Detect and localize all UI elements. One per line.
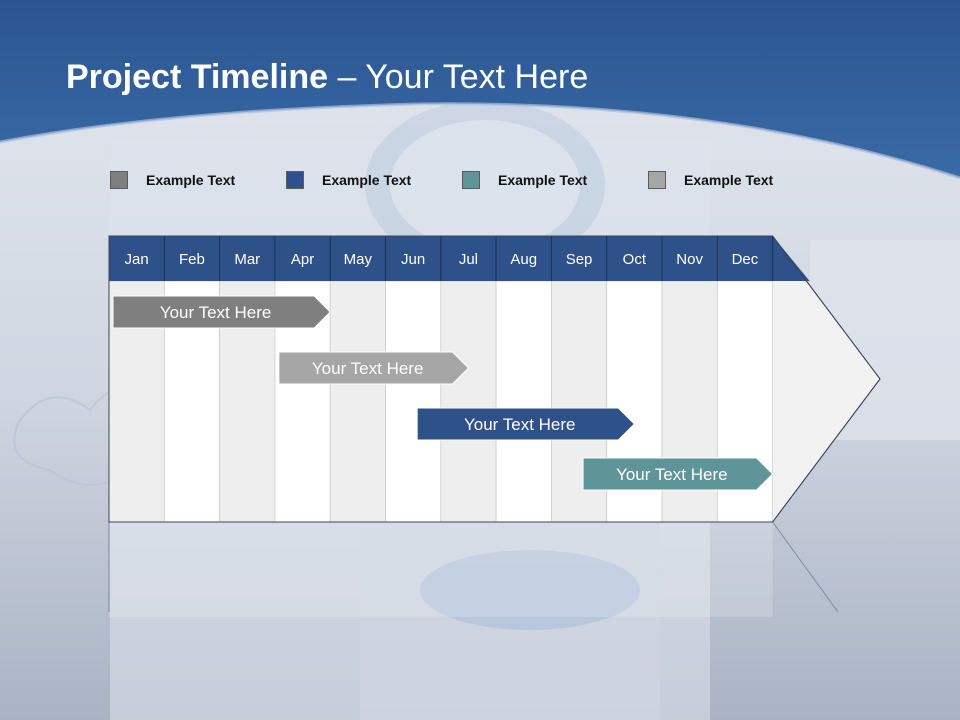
task-arrow	[112, 295, 331, 329]
month-label: Dec	[732, 251, 759, 268]
task-arrow	[278, 351, 470, 385]
month-label: Feb	[179, 251, 205, 268]
legend-label-4: Example Text	[684, 172, 774, 188]
legend-label-3: Example Text	[498, 172, 588, 188]
task-arrow	[416, 407, 636, 441]
title-bold: Project Timeline	[66, 58, 329, 96]
legend-label-2: Example Text	[322, 172, 412, 188]
month-label: Mar	[234, 251, 260, 268]
month-label: Jun	[401, 251, 425, 268]
legend-label-1: Example Text	[146, 172, 236, 188]
task-label: Your Text Here	[616, 465, 728, 484]
legend-swatch-4	[648, 171, 666, 189]
legend-swatch-3	[462, 171, 480, 189]
timeline-header	[109, 236, 810, 281]
month-label: Aug	[510, 251, 537, 268]
timeline-reflection	[109, 522, 773, 617]
title-rest: – Your Text Here	[328, 58, 589, 96]
month-column	[385, 280, 442, 523]
timeline-arrow-outline	[108, 235, 881, 523]
month-column	[440, 280, 497, 523]
month-label: Jan	[125, 251, 149, 268]
month-column	[329, 280, 386, 523]
task-label: Your Text Here	[464, 415, 576, 434]
task-label: Your Text Here	[312, 359, 424, 378]
legend-swatch-2	[286, 171, 304, 189]
month-column	[495, 280, 552, 523]
month-label: May	[344, 251, 373, 268]
month-label: Sep	[566, 251, 593, 268]
month-label: Nov	[676, 251, 703, 268]
month-label: Oct	[623, 251, 647, 268]
reflection-edge-right	[772, 521, 839, 613]
legend-swatch-1	[110, 171, 128, 189]
task-label: Your Text Here	[160, 303, 272, 322]
slide-title: Project Timeline – Your Text Here	[66, 58, 588, 97]
task-arrow	[582, 457, 774, 491]
month-label: Apr	[291, 251, 314, 268]
month-label: Jul	[459, 251, 478, 268]
